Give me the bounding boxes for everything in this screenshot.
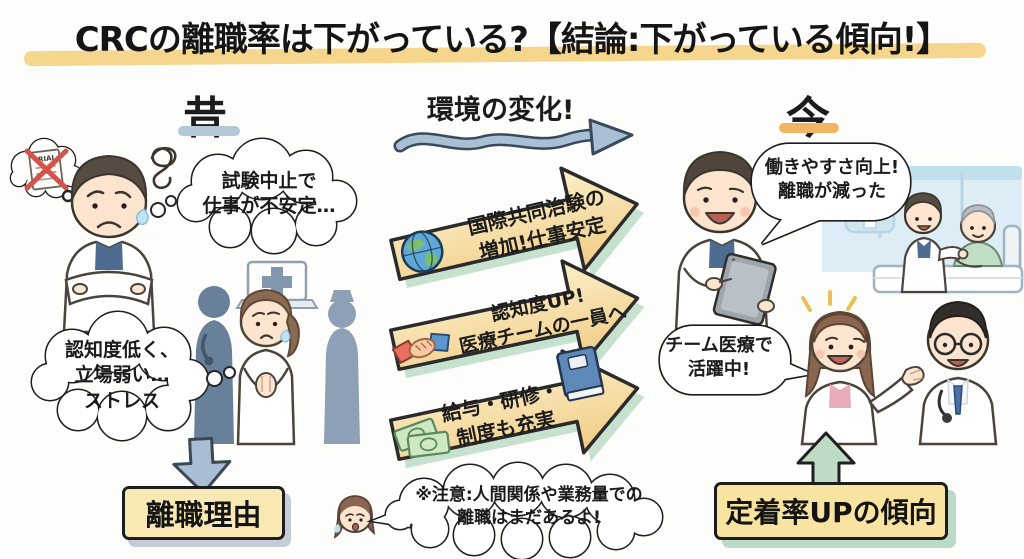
book-icon	[556, 345, 605, 402]
patient-figure	[952, 204, 1004, 268]
wavy-arrow-icon	[393, 118, 634, 156]
note-bubble	[366, 461, 664, 559]
thought-bubble-stress	[30, 310, 210, 442]
speech-bubble-improved	[750, 142, 912, 246]
worried-man-figure	[62, 154, 156, 334]
heading-past: 昔	[183, 93, 227, 144]
doctor-figure	[918, 300, 998, 446]
now-heading-underline	[779, 123, 839, 133]
glasses-icon	[933, 332, 983, 356]
note-face-figure	[333, 495, 376, 539]
tablet-icon	[712, 252, 777, 326]
change-arrow-benefits: 給与・研修・ 制度も充実	[379, 329, 654, 498]
present-duo-figure	[800, 290, 998, 446]
worried-woman-figure	[236, 288, 300, 446]
speech-bubble-unstable	[176, 137, 358, 255]
happy-woman-figure	[800, 310, 925, 446]
happy-man-tablet-figure	[674, 150, 777, 334]
thought-dot	[165, 195, 177, 207]
thought-bubble-stress-text: 認知度低く、 立場弱い… ストレス	[64, 338, 179, 412]
speech-bubble-team-text: チーム医療で 活躍中!	[665, 334, 773, 380]
sweat-drop-icon	[280, 329, 291, 343]
handshake-icon	[391, 332, 451, 364]
changes-heading: 環境の変化!	[427, 95, 575, 126]
sweat-drop-icon	[135, 208, 149, 226]
sweat-drop-icon	[334, 524, 341, 533]
stethoscope-icon	[937, 389, 947, 417]
heading-now: 今	[786, 93, 830, 144]
thought-dot	[150, 202, 166, 218]
change-arrow-global-trials: 国際共同治験の 増加!仕事安定	[378, 145, 654, 318]
staff-figure	[900, 192, 969, 294]
retention-box: 定着率UPの傾向	[714, 482, 948, 540]
trial-label: TRIAL	[33, 154, 57, 165]
nurse-silhouette	[324, 290, 360, 444]
stress-scribble-icon	[150, 146, 177, 190]
thought-dot	[206, 370, 223, 387]
speech-bubble-team	[658, 324, 818, 396]
change-arrow-recognition: 認知度UP! 医療チームの一員へ	[379, 239, 654, 408]
yellow-arrow-shape	[389, 166, 645, 288]
red-cross-icon	[24, 148, 69, 191]
up-arrow-icon	[796, 431, 856, 490]
past-group-figure	[194, 260, 360, 446]
sparkle-icon	[801, 290, 857, 312]
reason-box: 離職理由	[122, 486, 285, 540]
note-bubble-text: ※注意:人間関係や業務量での 離職はまだあるよ!	[415, 485, 643, 528]
thought-dot	[223, 366, 236, 379]
page-title: CRCの離職率は下がっている?【結論:下がっている傾向!】	[74, 20, 951, 60]
globe-icon	[400, 230, 444, 273]
yellow-arrow-shape	[389, 259, 645, 379]
money-icon	[393, 417, 451, 458]
speech-bubble-improved-text: 働きやすさ向上! 離職が減った	[764, 156, 900, 202]
speech-bubble-unstable-text: 試験中止で 仕事が不安定…	[202, 169, 336, 217]
past-heading-underline	[178, 126, 240, 136]
down-arrow-icon	[172, 436, 232, 495]
